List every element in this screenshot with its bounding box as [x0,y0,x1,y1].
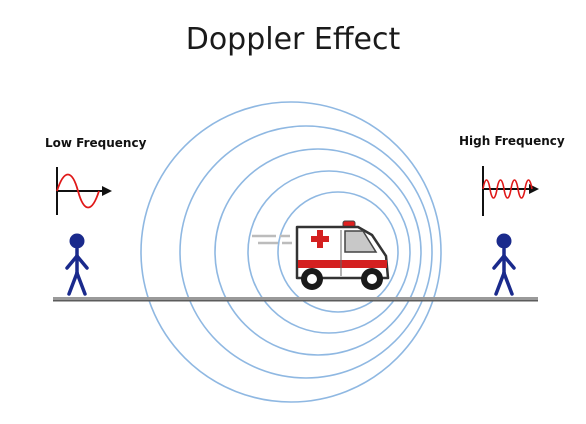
motion-lines-icon [252,234,292,245]
sound-wave-ring [214,148,422,356]
ambulance-icon [295,220,390,290]
high-frequency-wave-icon [482,166,539,216]
low-frequency-wave-icon [56,167,112,215]
page-title: Doppler Effect [185,22,401,57]
sound-wave-ring [247,170,411,334]
sound-wave-ring [179,125,433,379]
person-icon [65,233,89,296]
sound-wave-rings [140,101,442,403]
low-frequency-label: Low Frequency [45,136,147,150]
sound-wave-ring [140,101,442,403]
ground-line [53,297,538,302]
sound-wave-ring [277,191,399,313]
high-frequency-label: High Frequency [459,134,565,148]
person-icon [492,233,516,296]
